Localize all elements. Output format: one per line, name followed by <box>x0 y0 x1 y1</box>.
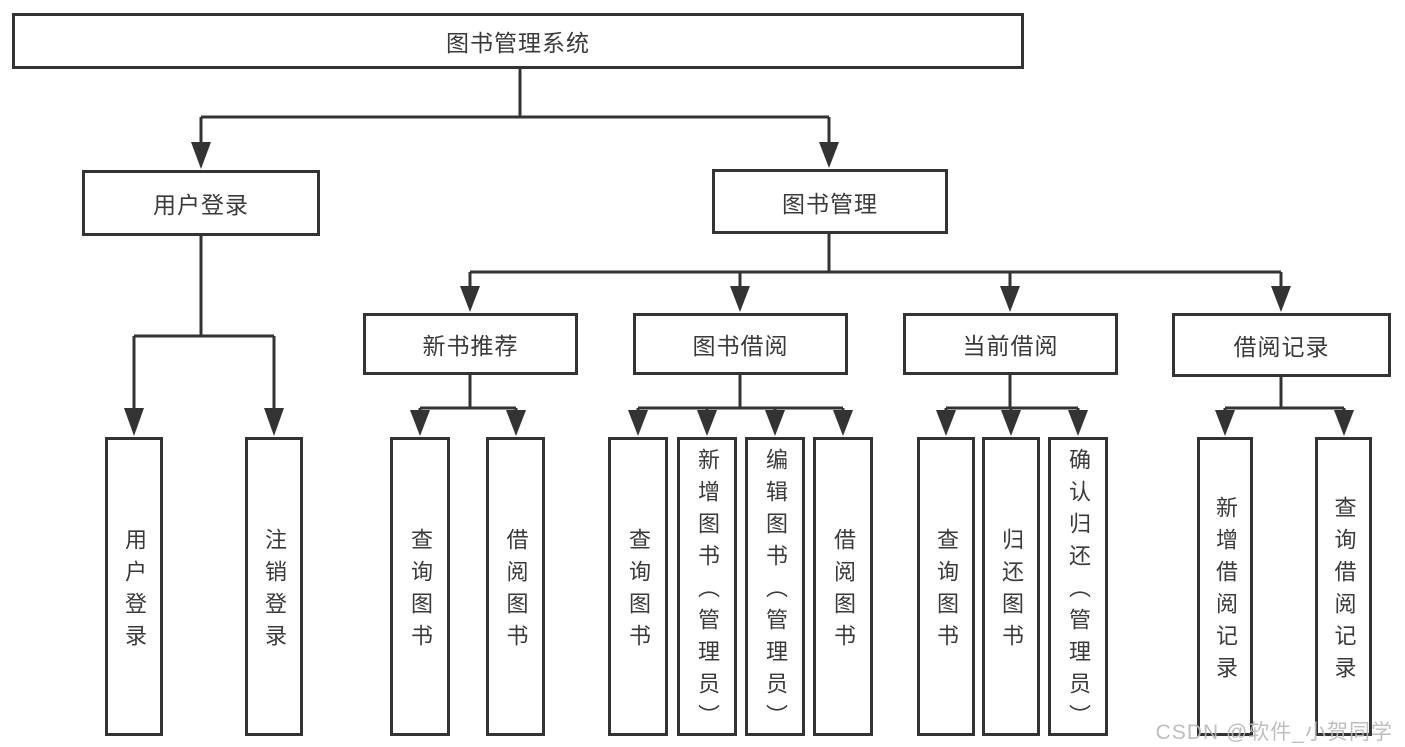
node-current-borrowing: 当前借阅 <box>903 313 1118 375</box>
node-label: 确认归还（管理员） <box>1066 447 1091 736</box>
node-library-system: 图书管理系统 <box>12 13 1024 69</box>
node-label: 查询图书 <box>626 527 651 656</box>
node-label: 借阅图书 <box>503 527 529 656</box>
node-book-management: 图书管理 <box>712 169 948 234</box>
node-current-return-books: 归还图书 <box>982 437 1040 736</box>
node-current-query-books: 查询图书 <box>917 437 975 736</box>
node-label: 新书推荐 <box>422 333 519 359</box>
node-book-borrowing: 图书借阅 <box>633 313 848 375</box>
node-label: 图书借阅 <box>692 333 789 359</box>
node-user-login-leaf: 用户登录 <box>105 437 163 736</box>
csdn-watermark: CSDN @软件_小贺同学 <box>1155 721 1393 744</box>
node-new-book-recommend: 新书推荐 <box>363 313 578 375</box>
node-logout-leaf: 注销登录 <box>245 437 303 736</box>
node-label: 图书管理 <box>782 190 878 217</box>
node-label: 新增借阅记录 <box>1213 495 1238 688</box>
node-label: 用户登录 <box>122 527 147 656</box>
node-label: 查询图书 <box>934 527 959 656</box>
node-label: 新增图书（管理员） <box>695 447 720 736</box>
node-borrowing-add-books-admin: 新增图书（管理员） <box>677 437 737 736</box>
node-borrowing-records: 借阅记录 <box>1172 313 1391 377</box>
node-borrowing-borrow-books: 借阅图书 <box>813 437 873 736</box>
node-user-login: 用户登录 <box>82 170 320 236</box>
node-records-query-record: 查询借阅记录 <box>1315 437 1372 736</box>
node-label: 注销登录 <box>262 527 287 656</box>
node-records-add-record: 新增借阅记录 <box>1197 437 1253 736</box>
node-label: 归还图书 <box>999 527 1024 656</box>
node-label: 编辑图书（管理员） <box>763 447 788 736</box>
node-label: 用户登录 <box>153 192 249 218</box>
node-label: 图书管理系统 <box>446 30 590 56</box>
node-newbook-query-books: 查询图书 <box>390 437 450 736</box>
node-label: 当前借阅 <box>962 333 1059 359</box>
node-label: 查询图书 <box>408 527 433 656</box>
node-label: 查询借阅记录 <box>1331 495 1357 688</box>
node-borrowing-edit-books-admin: 编辑图书（管理员） <box>745 437 805 736</box>
node-label: 借阅记录 <box>1233 334 1330 360</box>
node-label: 借阅图书 <box>831 527 856 656</box>
node-newbook-borrow-books: 借阅图书 <box>486 437 545 736</box>
node-current-confirm-return-admin: 确认归还（管理员） <box>1048 437 1108 736</box>
node-borrowing-query-books: 查询图书 <box>608 437 668 736</box>
